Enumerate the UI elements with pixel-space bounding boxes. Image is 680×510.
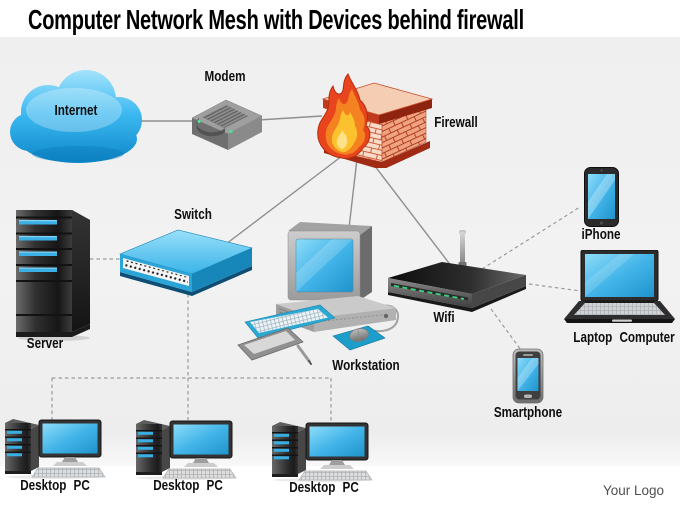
network-switch-icon bbox=[119, 229, 253, 296]
label-firewall: Firewall bbox=[434, 114, 478, 131]
label-desktop-pc-2: Desktop PC bbox=[153, 477, 223, 494]
edge-firewall-switch bbox=[225, 155, 343, 245]
node-firewall bbox=[308, 64, 433, 168]
label-desktop-pc-1: Desktop PC bbox=[20, 477, 90, 494]
node-desktop-pc-1 bbox=[2, 417, 106, 479]
desktop-pc-icon bbox=[5, 419, 106, 479]
stylus-icon bbox=[296, 344, 311, 363]
node-modem bbox=[186, 92, 268, 154]
label-workstation: Workstation bbox=[332, 357, 400, 374]
node-smartphone bbox=[512, 348, 545, 405]
node-wifi bbox=[386, 228, 528, 314]
led-strip bbox=[393, 284, 465, 300]
modem-icon bbox=[191, 99, 263, 150]
desktop-pc-icon bbox=[136, 420, 237, 480]
node-desktop-pc-3 bbox=[269, 420, 373, 482]
label-internet: Internet bbox=[54, 102, 98, 119]
desktop-pc-icon bbox=[272, 422, 373, 482]
label-server: Server bbox=[26, 335, 64, 352]
edge-wifi-smartphone bbox=[490, 308, 522, 351]
label-modem: Modem bbox=[204, 68, 246, 85]
edge-modem-firewall bbox=[257, 115, 323, 121]
label-smartphone: Smartphone bbox=[493, 404, 563, 421]
label-laptop: Laptop Computer bbox=[573, 329, 675, 346]
edge-firewall-wifi bbox=[370, 160, 453, 268]
label-switch: Switch bbox=[174, 206, 212, 223]
label-desktop-pc-3: Desktop PC bbox=[289, 479, 359, 496]
cloud-icon bbox=[10, 70, 142, 163]
server-tower-icon bbox=[16, 210, 90, 341]
edge-firewall-workstation bbox=[348, 158, 358, 229]
mouse-icon bbox=[349, 328, 369, 342]
desktop-workstation-icon bbox=[237, 222, 399, 365]
smartphone-icon bbox=[512, 348, 544, 404]
label-wifi: Wifi bbox=[433, 309, 455, 326]
smartphone-icon bbox=[584, 167, 619, 227]
wireless-router-icon bbox=[388, 230, 526, 312]
node-server bbox=[14, 202, 94, 342]
edge-wifi-laptop bbox=[528, 283, 582, 292]
node-internet bbox=[8, 58, 148, 164]
node-switch bbox=[116, 226, 256, 296]
label-iphone: iPhone bbox=[581, 226, 621, 243]
brick-wall-flame-icon bbox=[317, 73, 433, 168]
node-desktop-pc-2 bbox=[133, 418, 237, 480]
logo-placeholder: Your Logo bbox=[602, 483, 664, 498]
laptop-icon bbox=[564, 250, 675, 323]
node-laptop bbox=[564, 250, 676, 326]
node-iphone bbox=[583, 166, 620, 228]
node-workstation bbox=[232, 218, 404, 370]
page-title: Computer Network Mesh with Devices behin… bbox=[28, 5, 524, 36]
